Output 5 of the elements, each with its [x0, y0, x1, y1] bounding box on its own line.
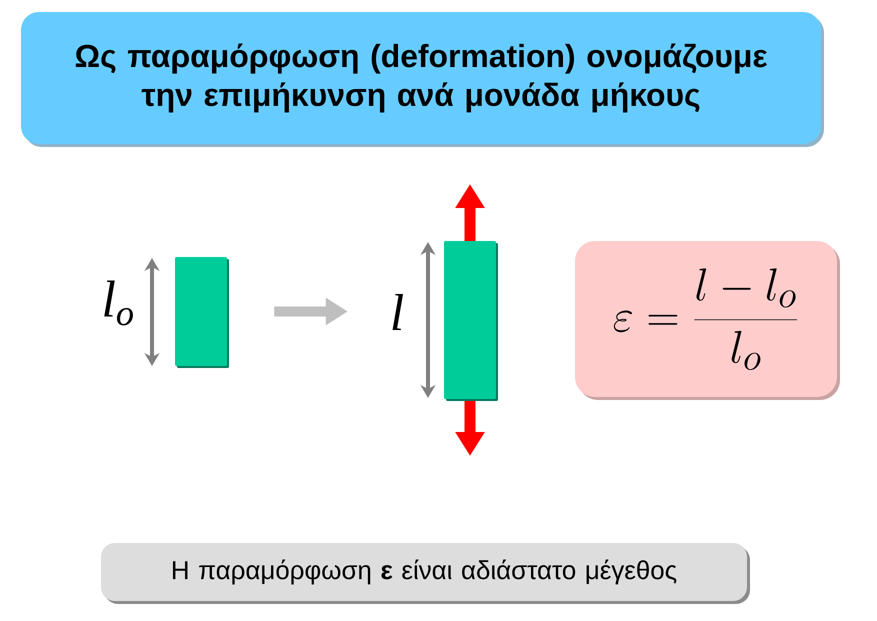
note-box: Η παραμόρφωση ε είναι αδιάστατο μέγεθος: [101, 543, 750, 604]
formula-box: $\varepsilon = \frac{l - l_{o}}{l_{o}}$: [575, 241, 840, 400]
dimension-label: l: [392, 294, 404, 330]
dimension-label: l$_{o}$: [104, 280, 133, 326]
heading-box: Ως παραμόρφωση (deformation) ονομάζουμε την επιμήκυνση ανά μονάδα μήκους: [21, 12, 824, 147]
